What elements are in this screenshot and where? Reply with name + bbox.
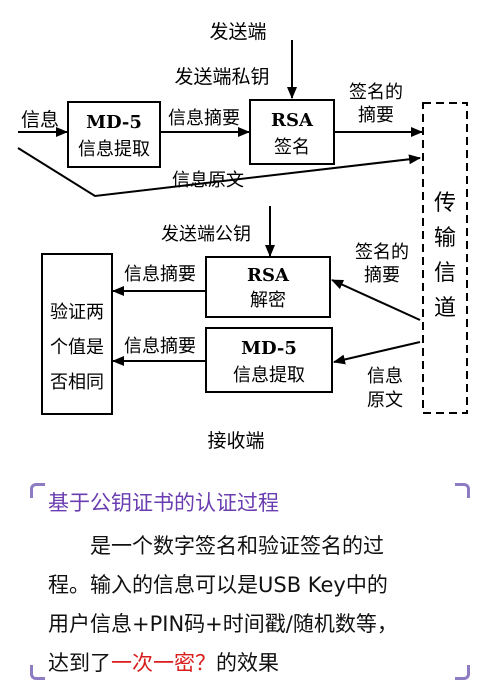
- signed-digest-return-arrow: [331, 279, 421, 321]
- caption-line-4-prefix: 达到了: [48, 651, 111, 675]
- sender-private-key-label: 发送端私钥: [174, 66, 269, 88]
- rsa-sign-box: [249, 99, 335, 165]
- md5-extract-box-bottom: [205, 327, 333, 393]
- sender-public-key-label: 发送端公钥: [161, 224, 251, 245]
- rsa-decrypt-line1: RSA: [247, 265, 290, 286]
- md5-top-line1: MD-5: [86, 112, 142, 133]
- rsa-decrypt-line2: 解密: [250, 290, 286, 311]
- original-right-line2: 原文: [367, 390, 403, 411]
- verify-line3: 否相同: [50, 372, 104, 393]
- caption-description: 是一个数字签名和验证签名的过 程。输入的信息可以是USB Key中的 用户信息+…: [48, 527, 453, 683]
- signed-digest-right-line1: 签名的: [355, 242, 409, 263]
- digest-label-mid: 信息摘要: [124, 264, 196, 285]
- digest-label-bottom: 信息摘要: [124, 336, 196, 357]
- original-right-line1: 信息: [367, 366, 403, 387]
- caption-line-4: 达到了一次一密？的效果: [48, 644, 453, 683]
- caption-line-2: 程。输入的信息可以是USB Key中的: [48, 573, 388, 597]
- verify-line2: 个值是: [50, 337, 104, 358]
- channel-char-4: 道: [434, 296, 456, 321]
- md5-bottom-line1: MD-5: [241, 338, 297, 359]
- signed-digest-right-line2: 摘要: [364, 265, 400, 286]
- caption-line-1: 是一个数字签名和验证签名的过: [48, 527, 453, 566]
- channel-char-1: 传: [434, 191, 456, 216]
- rsa-decrypt-box: [205, 256, 331, 318]
- channel-char-2: 输: [434, 226, 456, 251]
- caption-line-3: 用户信息+PIN码+时间戳/随机数等，: [48, 612, 398, 636]
- bracket-top-left: [30, 483, 45, 498]
- caption-panel: 基于公钥证书的认证过程 是一个数字签名和验证签名的过 程。输入的信息可以是USB…: [0, 475, 495, 697]
- input-label: 信息: [21, 109, 59, 131]
- caption-line-4-suffix: 的效果: [216, 651, 279, 675]
- rsa-sign-line1: RSA: [271, 110, 314, 131]
- transmission-channel: [422, 102, 468, 414]
- md5-top-line2: 信息提取: [78, 139, 150, 160]
- rsa-sign-line2: 签名: [274, 137, 310, 158]
- receiver-label: 接收端: [207, 430, 264, 452]
- caption-heading: 基于公钥证书的认证过程: [48, 491, 279, 515]
- bracket-bottom-right: [455, 665, 470, 680]
- signed-digest-label-line1: 签名的: [349, 82, 403, 103]
- digest-label-top: 信息摘要: [168, 108, 240, 129]
- signed-digest-label-line2: 摘要: [358, 105, 394, 126]
- original-label-top: 信息原文: [172, 170, 244, 191]
- verify-line1: 验证两: [50, 302, 104, 323]
- md5-extract-box-top: [67, 101, 161, 168]
- caption-line-1-text: 是一个数字签名和验证签名的过: [90, 534, 384, 558]
- authentication-flow-diagram: 发送端 发送端私钥 信息 MD-5 信息提取 信息摘要 RSA 签名 签名的 摘…: [17, 21, 468, 452]
- channel-char-3: 信: [434, 261, 456, 286]
- caption-highlight: 一次一密？: [111, 651, 216, 675]
- original-message-path: [17, 147, 421, 198]
- md5-bottom-line2: 信息提取: [233, 365, 305, 386]
- original-return-arrow: [333, 341, 421, 365]
- bracket-top-right: [455, 483, 470, 498]
- bracket-bottom-left: [30, 665, 45, 680]
- sender-label: 发送端: [209, 21, 266, 43]
- verify-box: [41, 253, 113, 415]
